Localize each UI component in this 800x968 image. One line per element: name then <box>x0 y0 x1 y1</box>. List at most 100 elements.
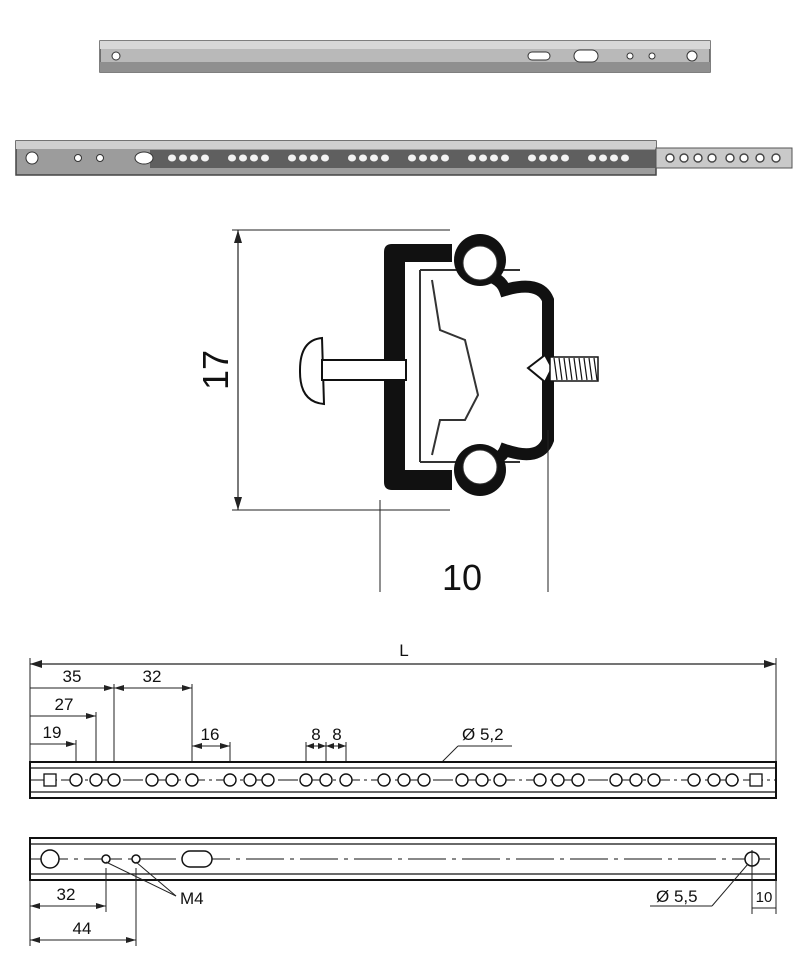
mounting-hole <box>377 773 391 787</box>
photo-hole <box>610 154 618 162</box>
mounting-hole <box>165 773 179 787</box>
photo-hole <box>588 154 596 162</box>
photo-hole <box>299 154 307 162</box>
drawing-rail-top: L 35 32 27 19 16 8 <box>29 641 777 799</box>
photo-hole <box>310 154 318 162</box>
photo-hole <box>490 154 498 162</box>
dim-27: 27 <box>55 695 74 714</box>
photo-hole <box>468 154 476 162</box>
square-hole-right <box>749 773 763 787</box>
photo-hole-inner <box>725 153 735 163</box>
dim-8b: 8 <box>332 725 341 744</box>
outer-profile <box>384 244 452 490</box>
dim-16: 16 <box>201 725 220 744</box>
mounting-hole <box>145 773 159 787</box>
photo-hole-inner <box>755 153 765 163</box>
mounting-hole <box>533 773 547 787</box>
thread-line <box>563 357 568 381</box>
thread-line <box>553 357 558 381</box>
dim-35: 35 <box>63 667 82 686</box>
photo-hole <box>288 154 296 162</box>
photo-hole <box>621 154 629 162</box>
hole-row <box>69 773 739 787</box>
mounting-hole <box>185 773 199 787</box>
ball-bottom <box>462 449 498 485</box>
photo-hole-inner <box>707 153 717 163</box>
mounting-hole <box>707 773 721 787</box>
width-label: 10 <box>442 557 482 598</box>
hole-label-5-5: Ø 5,5 <box>656 887 698 906</box>
mounting-hole <box>455 773 469 787</box>
photo-hole <box>168 154 176 162</box>
rail-photo-short <box>99 40 711 73</box>
dim-32: 32 <box>143 667 162 686</box>
photo-hole <box>539 154 547 162</box>
photo-hole <box>479 154 487 162</box>
rail-photo-extended <box>15 140 793 176</box>
photo-hole <box>528 154 536 162</box>
height-label: 17 <box>195 350 236 390</box>
ball-top <box>462 245 498 281</box>
thread-line <box>583 357 588 381</box>
screw-head <box>299 336 326 406</box>
photo-hole <box>408 154 416 162</box>
mounting-hole <box>551 773 565 787</box>
thread-line <box>558 357 563 381</box>
photo-hole <box>550 154 558 162</box>
inner-profile <box>419 269 520 463</box>
mounting-hole <box>571 773 585 787</box>
length-label: L <box>399 641 408 660</box>
photo-hole <box>381 154 389 162</box>
dim-8a: 8 <box>311 725 320 744</box>
photo-hole <box>359 154 367 162</box>
mounting-hole <box>223 773 237 787</box>
mounting-hole <box>243 773 257 787</box>
photo-hole-row <box>168 154 629 162</box>
photo-hole <box>370 154 378 162</box>
thread-line <box>578 357 583 381</box>
photo-hole <box>430 154 438 162</box>
photo-hole <box>261 154 269 162</box>
photo-hole <box>190 154 198 162</box>
mounting-hole <box>725 773 739 787</box>
photo-hole <box>250 154 258 162</box>
photo-hole <box>321 154 329 162</box>
photo-hole <box>599 154 607 162</box>
hole-label-5-2: Ø 5,2 <box>462 725 504 744</box>
dim-bottom-10: 10 <box>756 889 773 906</box>
mounting-hole <box>107 773 121 787</box>
hole-m4-a <box>101 854 111 864</box>
thread-label-m4: M4 <box>180 889 204 908</box>
photo-hole <box>501 154 509 162</box>
photo-hole-inner <box>665 153 675 163</box>
photo-hole-inner <box>693 153 703 163</box>
rail-cross-section: 17 10 <box>195 229 599 598</box>
mounting-hole <box>319 773 333 787</box>
threaded-screw <box>526 353 599 384</box>
slot-hole <box>181 850 213 868</box>
photo-hole <box>561 154 569 162</box>
mounting-hole <box>69 773 83 787</box>
screw-shank <box>321 359 407 381</box>
photo-hole <box>348 154 356 162</box>
photo-hole <box>239 154 247 162</box>
mounting-hole <box>299 773 313 787</box>
photo-hole <box>179 154 187 162</box>
photo-hole <box>441 154 449 162</box>
mounting-hole <box>339 773 353 787</box>
photo-hole-inner <box>739 153 749 163</box>
thread-line <box>568 357 573 381</box>
drawing-rail-bottom: M4 32 44 Ø 5,5 10 <box>29 837 777 946</box>
dim-19: 19 <box>43 723 62 742</box>
thread-line <box>588 357 593 381</box>
square-hole-left <box>43 773 57 787</box>
dim-bottom-32: 32 <box>57 885 76 904</box>
mounting-hole <box>629 773 643 787</box>
mounting-hole <box>89 773 103 787</box>
photo-hole-row-inner <box>665 153 781 163</box>
mounting-hole <box>261 773 275 787</box>
photo-hole-inner <box>771 153 781 163</box>
mounting-hole <box>647 773 661 787</box>
mounting-hole <box>417 773 431 787</box>
